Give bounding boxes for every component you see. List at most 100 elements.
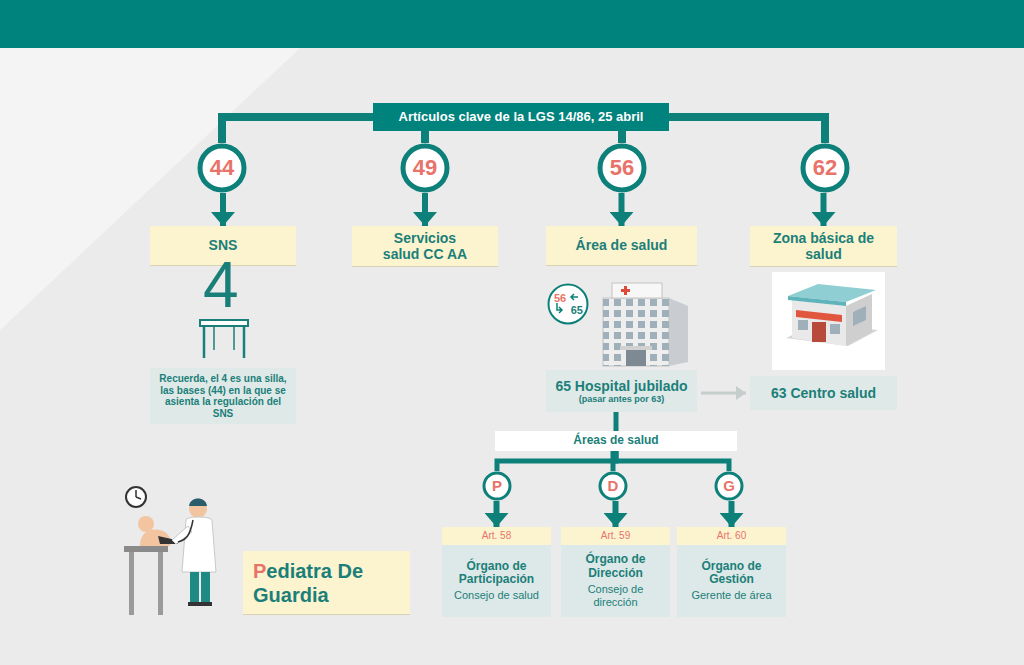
areas-band: Áreas de salud bbox=[495, 431, 737, 451]
chair-icon bbox=[200, 320, 248, 326]
box-text: Consejo de dirección bbox=[565, 583, 666, 608]
box-text: Área de salud bbox=[576, 237, 668, 253]
article-header: Art. 58 bbox=[442, 527, 551, 545]
letter-circle: D bbox=[598, 471, 628, 501]
box-text: Art. 58 bbox=[446, 530, 547, 542]
box-text: Art. 60 bbox=[681, 530, 782, 542]
organ-box: Art. 60 Órgano de GestiónGerente de área bbox=[677, 527, 786, 617]
hospital-building bbox=[603, 283, 688, 366]
note-box: Recuerda, el 4 es una silla, las bases (… bbox=[150, 368, 296, 424]
box-text: (pasar antes por 63) bbox=[552, 394, 691, 404]
circle-label: P bbox=[482, 477, 512, 494]
nurse-illustration bbox=[200, 602, 212, 606]
connector bbox=[494, 501, 500, 527]
connector bbox=[613, 501, 619, 527]
circle-label: G bbox=[714, 477, 744, 494]
chair-number: 4 bbox=[203, 253, 239, 317]
letter-circle: G bbox=[714, 471, 744, 501]
connector bbox=[614, 412, 619, 431]
chair-icon bbox=[200, 320, 248, 358]
clock-icon bbox=[136, 497, 141, 499]
hospital-building bbox=[612, 283, 662, 298]
organ-box: Art. 58 Órgano de ParticipaciónConsejo de… bbox=[442, 527, 551, 617]
connector bbox=[421, 131, 429, 143]
health-center bbox=[798, 320, 808, 330]
health-center bbox=[772, 272, 885, 370]
box-text: Servicios salud CC AA bbox=[375, 230, 475, 262]
organ-body: Órgano de ParticipaciónConsejo de salud bbox=[442, 545, 551, 618]
nurse-illustration bbox=[182, 517, 216, 572]
nurse-illustration bbox=[178, 520, 193, 542]
background bbox=[0, 48, 300, 330]
hospital-box: 65 Hospital jubilado(pasar antes por 63) bbox=[546, 370, 697, 412]
health-center bbox=[853, 306, 866, 326]
nurse-illustration bbox=[129, 552, 134, 615]
box-text: 56 bbox=[547, 292, 589, 304]
hospital-building bbox=[603, 298, 669, 366]
box-text: Órgano de Gestión bbox=[681, 560, 782, 588]
center-box: 63 Centro salud bbox=[750, 376, 897, 410]
health-center bbox=[772, 272, 885, 370]
box-text: Zona básica de salud bbox=[756, 230, 891, 262]
circle-label: 56 bbox=[597, 155, 647, 180]
article-header: Art. 59 bbox=[561, 527, 670, 545]
organ-box: Art. 59 Órgano de DirecciónConsejo de dir… bbox=[561, 527, 670, 617]
hospital-building bbox=[626, 350, 646, 366]
nurse-illustration bbox=[190, 572, 199, 602]
hospital-building bbox=[669, 298, 688, 366]
connectors bbox=[222, 117, 825, 527]
nurse-illustration bbox=[138, 516, 154, 532]
article-header: Art. 60 bbox=[677, 527, 786, 545]
box-text: Artículos clave de la LGS 14/86, 25 abri… bbox=[381, 110, 661, 125]
article-circle: 44 bbox=[197, 143, 247, 193]
connector bbox=[821, 193, 827, 226]
box-text: 63 Centro salud bbox=[756, 385, 891, 401]
nurse-illustration bbox=[201, 572, 210, 602]
nurse-illustration bbox=[124, 546, 168, 552]
article-circle: 49 bbox=[400, 143, 450, 193]
article-circle: 62 bbox=[800, 143, 850, 193]
letter-circle: P bbox=[482, 471, 512, 501]
connector bbox=[220, 193, 226, 226]
nurse-illustration bbox=[188, 602, 200, 606]
health-center bbox=[830, 324, 840, 334]
box-text: Recuerda, el 4 es una silla, las bases (… bbox=[156, 373, 290, 419]
nurse-illustration bbox=[158, 552, 163, 615]
hospital-building bbox=[603, 298, 669, 366]
nurse-illustration bbox=[189, 499, 207, 507]
circle-label: 44 bbox=[197, 155, 247, 180]
chair-icon bbox=[243, 326, 246, 358]
mnemonic-box: Pediatra De Guardia bbox=[243, 551, 410, 615]
box-text: Órgano de Dirección bbox=[565, 553, 666, 581]
topic-box: Área de salud bbox=[546, 226, 697, 266]
background bbox=[0, 0, 1024, 48]
circle-label: 62 bbox=[800, 155, 850, 180]
nurse-illustration bbox=[124, 499, 216, 616]
connector bbox=[497, 451, 616, 471]
box-text: Consejo de salud bbox=[446, 589, 547, 602]
circle-label: 49 bbox=[400, 155, 450, 180]
box-text: Gerente de área bbox=[681, 589, 782, 602]
connector bbox=[669, 117, 825, 143]
health-center bbox=[846, 294, 872, 346]
connector bbox=[618, 131, 626, 143]
health-center bbox=[812, 322, 826, 342]
health-center bbox=[788, 296, 846, 306]
mini-arrow bbox=[571, 294, 578, 300]
health-center bbox=[792, 300, 846, 346]
circle-label: D bbox=[598, 477, 628, 494]
organ-body: Órgano de GestiónGerente de área bbox=[677, 545, 786, 618]
connector bbox=[222, 117, 373, 143]
box-text: Órgano de Participación bbox=[446, 560, 547, 588]
mnemonic-icon: 5665 bbox=[547, 283, 589, 325]
box-text: Áreas de salud bbox=[501, 434, 731, 448]
box-text: 65 bbox=[547, 304, 589, 316]
connector bbox=[619, 193, 625, 226]
box-text: SNS bbox=[209, 237, 238, 253]
article-circle: 56 bbox=[597, 143, 647, 193]
connector bbox=[701, 392, 746, 395]
connector bbox=[422, 193, 428, 226]
